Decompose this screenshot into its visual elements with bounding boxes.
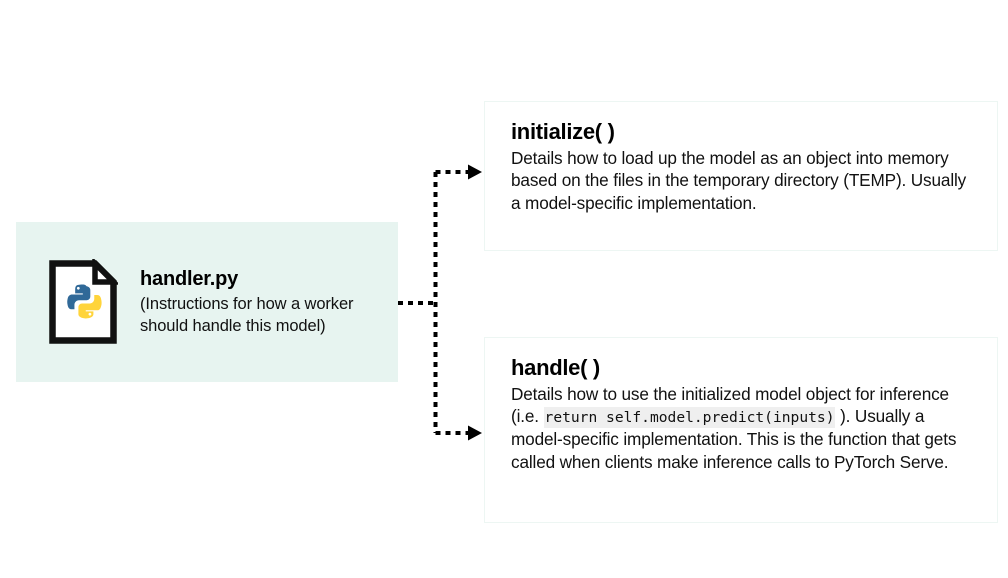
handler-subtitle: (Instructions for how a worker should ha…	[140, 294, 354, 335]
panel-initialize: initialize( ) Details how to load up the…	[484, 101, 998, 251]
connector-arrowhead-top	[468, 164, 482, 180]
handler-title: handler.py	[140, 267, 239, 290]
panel-initialize-title: initialize( )	[511, 119, 615, 144]
handler-source-text: handler.py (Instructions for how a worke…	[140, 267, 355, 338]
python-file-icon	[49, 259, 118, 344]
panel-handle-body: Details how to use the initialized model…	[511, 383, 957, 472]
panel-initialize-body: Details how to load up the model as an o…	[511, 147, 967, 213]
panel-handle: handle( ) Details how to use the initial…	[484, 337, 998, 523]
dotted-fork-connector	[398, 164, 482, 441]
handler-source-card: handler.py (Instructions for how a worke…	[16, 222, 398, 382]
connector-arrowhead-bottom	[468, 425, 482, 441]
inline-code-snippet: return self.model.predict(inputs)	[543, 407, 836, 429]
panel-handle-title: handle( )	[511, 355, 600, 380]
